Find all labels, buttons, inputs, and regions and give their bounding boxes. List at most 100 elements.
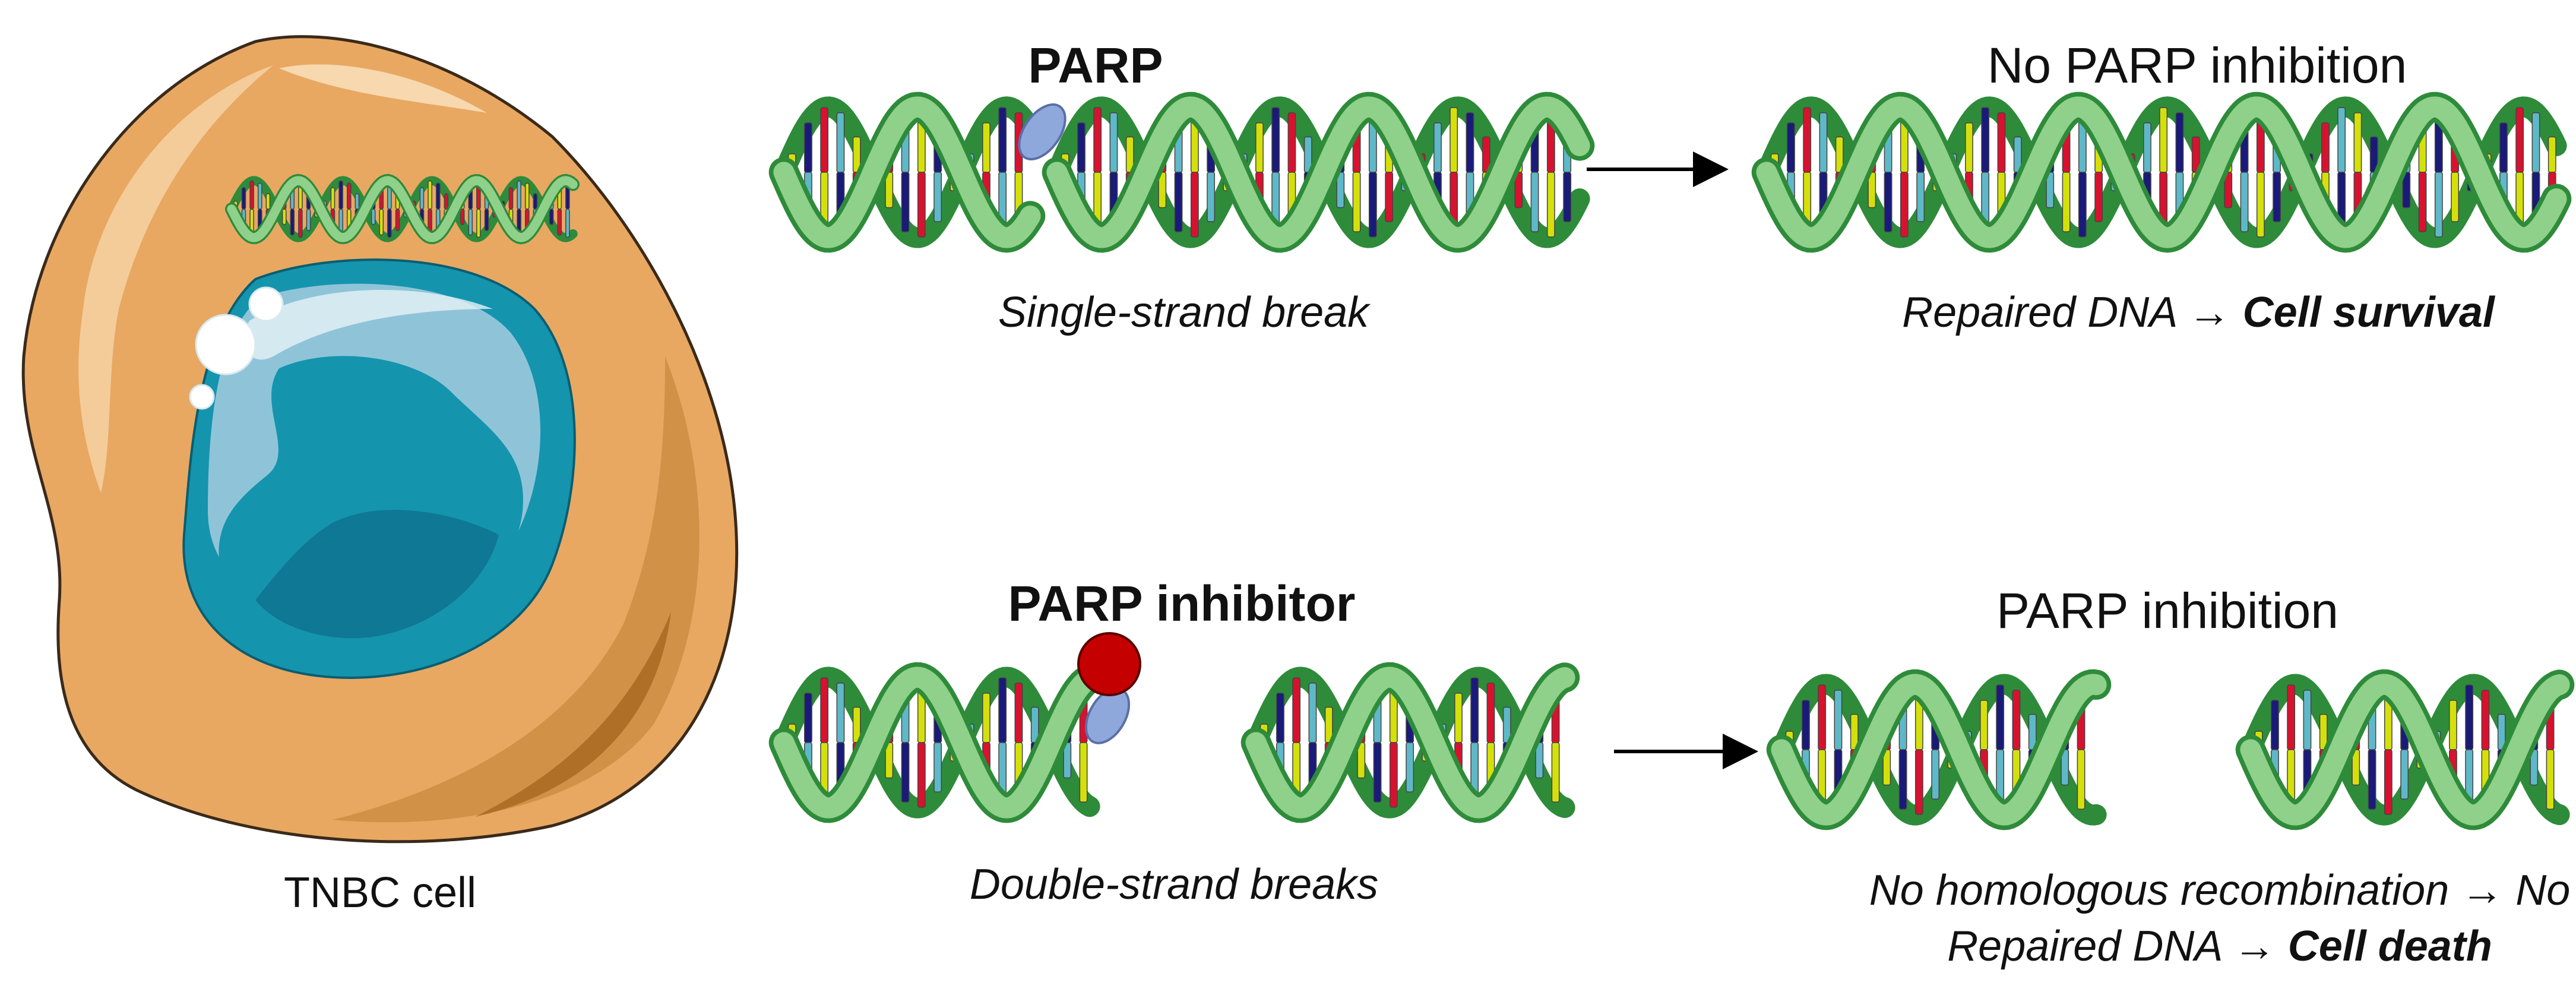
dna-repaired	[1751, 91, 2572, 253]
base-pair	[2451, 172, 2460, 222]
base-pair	[1819, 112, 1828, 173]
base-pair	[2400, 749, 2409, 800]
base-pair	[395, 209, 400, 232]
base-pair	[1802, 700, 1810, 750]
dna-double-strand-break-right	[1240, 662, 1580, 823]
base-pair	[371, 209, 376, 225]
base-pair	[982, 122, 990, 173]
base-pair	[1997, 112, 2006, 173]
base-pair	[549, 209, 554, 225]
dna-backbone-front	[1771, 674, 2107, 826]
nucleus-deep	[255, 510, 499, 639]
dna-backbone-back	[227, 176, 578, 242]
base-pair	[804, 693, 812, 743]
dna-backbone-front	[1756, 96, 2567, 248]
single-strand-break-caption: Single-strand break	[998, 289, 1369, 336]
base-pair	[804, 122, 812, 173]
base-pair	[2078, 172, 2087, 238]
cell-highlight-top	[279, 64, 487, 113]
base-pair	[1287, 112, 1296, 173]
base-pair	[355, 193, 360, 210]
base-pair	[1308, 683, 1317, 743]
base-pair	[444, 193, 449, 210]
base-pair	[901, 172, 910, 232]
base-pair	[476, 209, 481, 238]
base-pair	[2465, 684, 2474, 750]
base-pair	[1271, 107, 1280, 173]
base-pair	[2240, 172, 2249, 232]
base-pair	[2062, 172, 2071, 232]
cell-death-caption-line2: Repaired DNA → Cell death	[1947, 923, 2492, 970]
base-pair	[1406, 742, 1414, 792]
cell-death-caption-line1: No homologous recombination → No	[1869, 867, 2571, 914]
base-pair	[565, 209, 570, 238]
base-pair	[1190, 172, 1199, 238]
dna-single-strand-break-right	[1042, 91, 1595, 253]
base-pair	[2094, 172, 2103, 222]
base-pair	[2159, 107, 2168, 173]
base-pair	[901, 742, 910, 803]
parp-inhibitor-label: PARP inhibitor	[1008, 576, 1356, 631]
base-pair	[1551, 742, 1560, 803]
cell-death-outcome: Cell death	[2287, 923, 2492, 970]
base-pair	[419, 187, 425, 210]
base-pair	[1914, 749, 1923, 815]
base-pair	[1352, 172, 1361, 232]
base-pair	[265, 193, 271, 210]
cell-label: TNBC cell	[283, 869, 477, 917]
base-pair	[1546, 172, 1555, 238]
base-pair	[428, 180, 432, 210]
base-pair	[1292, 677, 1301, 743]
base-pair	[468, 209, 473, 236]
base-pair	[290, 209, 295, 236]
base-pair	[2434, 172, 2443, 238]
base-pair	[1996, 684, 2005, 750]
dna-backbone-front	[773, 667, 1100, 819]
dna-backbone-front	[227, 176, 578, 242]
base-pair	[346, 182, 352, 210]
base-pair	[257, 182, 262, 210]
parp-inhibition-title: PARP inhibition	[1996, 583, 2338, 639]
base-pair	[2418, 172, 2427, 232]
dna-unrepaired-left	[1766, 669, 2112, 830]
base-pair	[1834, 690, 1843, 750]
base-pair	[2481, 690, 2490, 750]
base-pair	[1884, 172, 1893, 232]
base-pair	[1093, 107, 1102, 173]
cell-survival-outcome: Cell survival	[2242, 289, 2495, 336]
parp-inhibitor-molecule	[1077, 632, 1141, 696]
base-pair	[2353, 112, 2362, 173]
base-pair	[306, 209, 311, 232]
base-pair	[1077, 122, 1086, 173]
base-pair	[249, 180, 254, 210]
base-pair	[2077, 749, 2086, 810]
base-pair	[484, 209, 489, 232]
base-pair	[1931, 749, 1940, 800]
base-pair	[330, 187, 336, 210]
cell-shadow-deep	[475, 612, 671, 817]
base-pair	[1981, 107, 1990, 173]
cell-dna	[224, 173, 580, 245]
vesicle	[189, 384, 215, 410]
parp-protein	[1018, 103, 1067, 160]
base-pair	[2012, 690, 2021, 750]
base-pair	[917, 742, 926, 808]
base-pair	[435, 182, 441, 210]
base-pair	[387, 209, 392, 238]
base-pair	[1079, 742, 1088, 803]
base-pair	[1174, 172, 1183, 232]
base-pair	[1109, 112, 1118, 173]
base-pair	[820, 677, 829, 743]
base-pair	[2143, 122, 2151, 173]
base-pair	[460, 209, 465, 225]
base-pair	[2271, 700, 2279, 750]
base-pair	[1818, 684, 1827, 750]
base-pair	[1255, 122, 1264, 173]
base-pair	[281, 209, 287, 225]
base-pair	[2515, 107, 2524, 173]
base-pair	[2546, 749, 2555, 810]
base-pair	[508, 187, 514, 210]
cell-shadow	[333, 356, 700, 823]
base-pair	[1014, 683, 1023, 743]
base-pair	[298, 209, 303, 238]
